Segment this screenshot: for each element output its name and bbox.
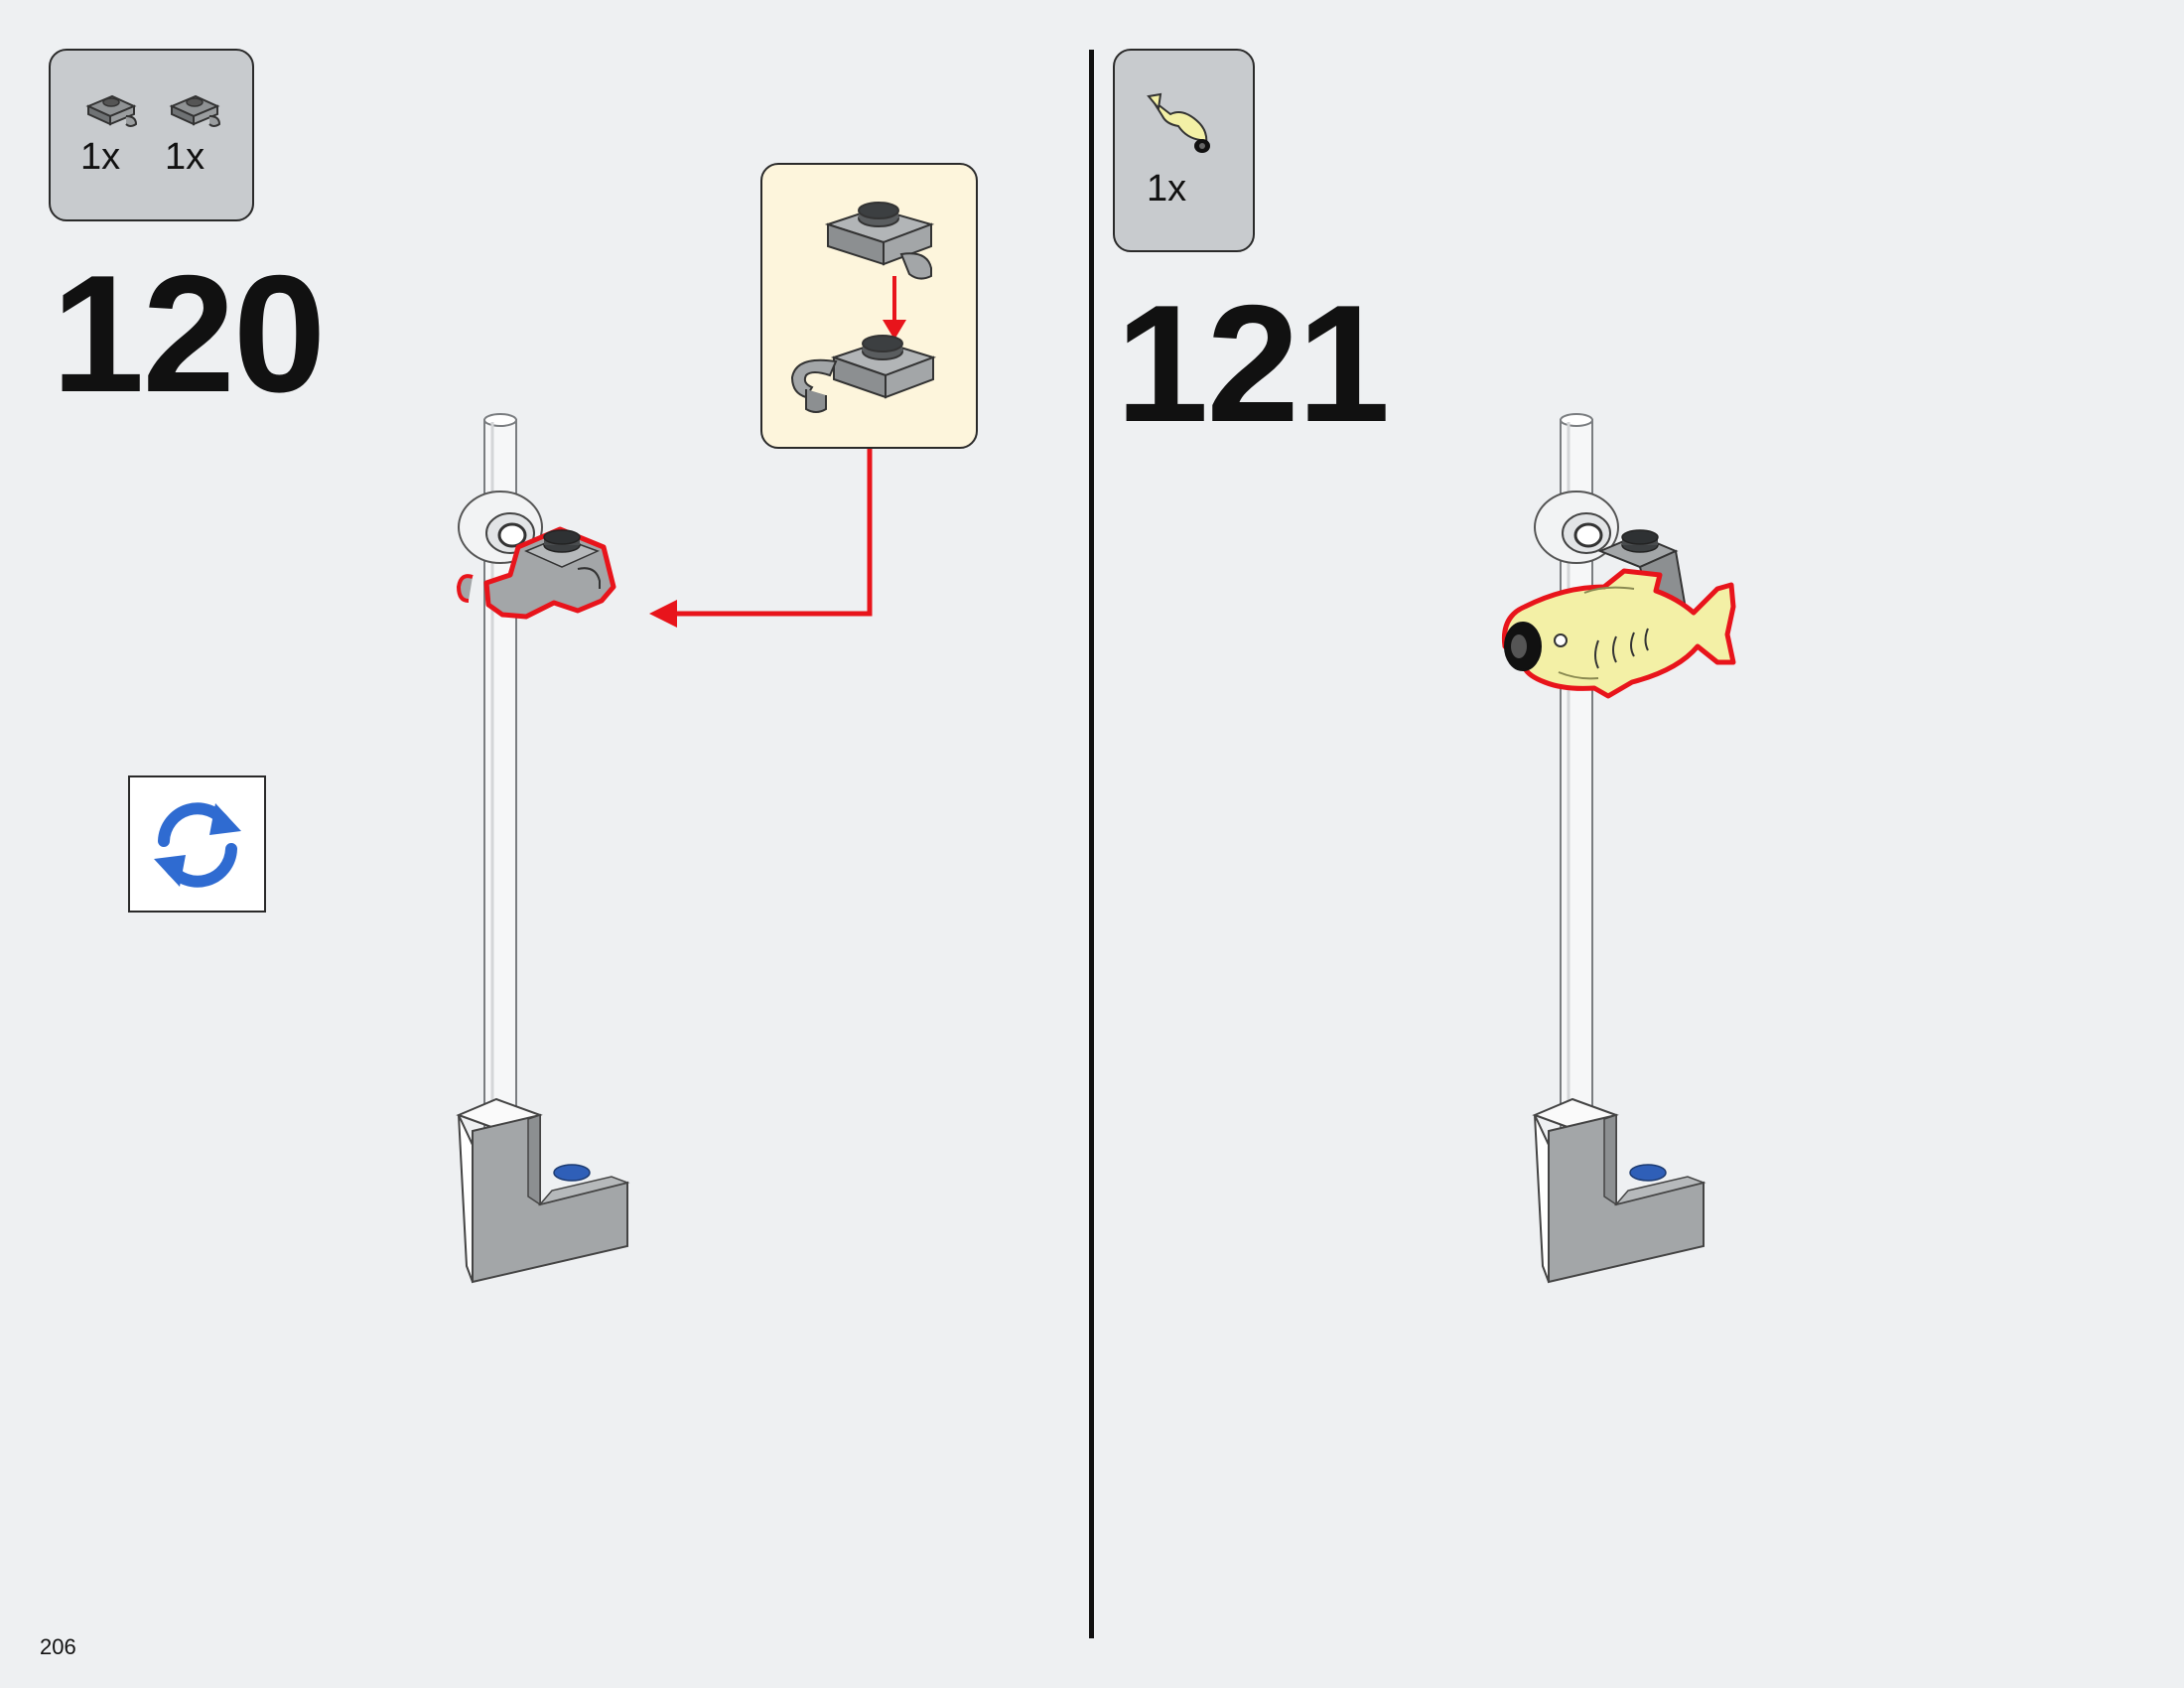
- step-120-part-1-qty: 1x: [80, 136, 121, 178]
- step-number-120: 120: [52, 240, 326, 427]
- step-120-parts-list: 1x 1x: [49, 49, 254, 221]
- clip-plate-icon: [169, 94, 221, 127]
- callout-connector-arrow: [649, 449, 873, 628]
- clip-plate-bottom-icon: [790, 335, 937, 413]
- step-120-model: [456, 413, 630, 1284]
- page-number: 206: [40, 1634, 76, 1659]
- step-divider: [1089, 50, 1094, 1638]
- rotate-model-icon: [154, 802, 241, 888]
- fish-icon: [1147, 92, 1210, 153]
- rotate-model-box: [128, 775, 266, 913]
- step-121-parts-list: 1x: [1113, 49, 1255, 252]
- clip-plate-top-icon: [824, 202, 935, 280]
- step-121-model: [1501, 413, 1736, 1284]
- callout-arrow-icon: [883, 276, 906, 340]
- step-120-part-2-qty: 1x: [165, 136, 205, 178]
- sub-assembly-callout: [760, 163, 978, 449]
- step-number-121: 121: [1116, 270, 1390, 457]
- clip-plate-icon: [85, 94, 138, 127]
- step-121-part-1-qty: 1x: [1147, 168, 1187, 210]
